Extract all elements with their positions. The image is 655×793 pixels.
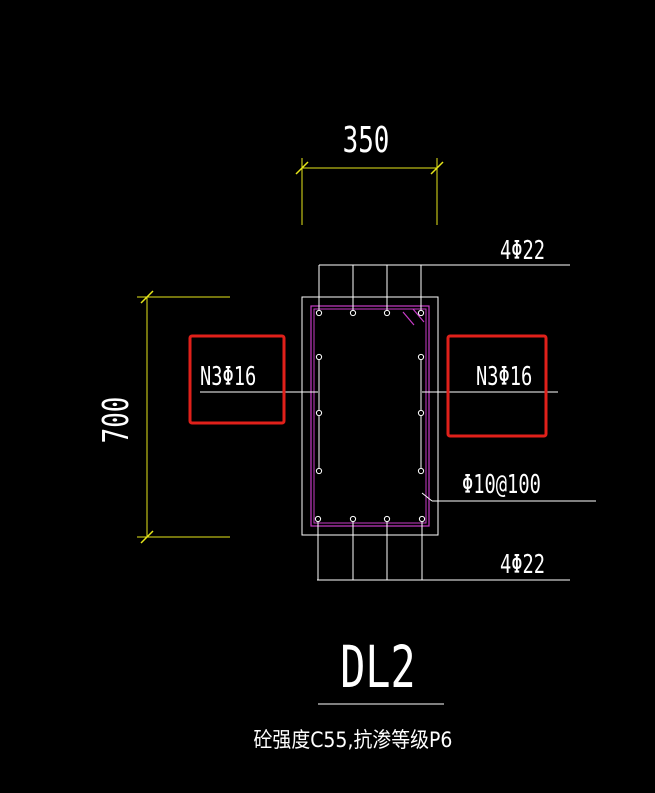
stirrup-leader-tick bbox=[421, 492, 433, 502]
side-rebar-label-left: N3Φ16 bbox=[200, 362, 256, 392]
width-dimension: 350 bbox=[295, 120, 444, 225]
section-title: DL2 bbox=[340, 633, 415, 701]
width-tick-left bbox=[295, 161, 309, 175]
rebar-side-right-2 bbox=[417, 409, 425, 417]
concrete-note: 砼强度C55,抗渗等级P6 bbox=[254, 727, 453, 752]
height-tick-top bbox=[140, 290, 154, 304]
rebar-side-left-3 bbox=[315, 467, 323, 475]
height-tick-bottom bbox=[140, 530, 154, 544]
width-dimension-label: 350 bbox=[343, 120, 390, 161]
rebar-bottom-4 bbox=[418, 515, 426, 523]
rebar-side-left-2 bbox=[315, 409, 323, 417]
side-rebar-label-right: N3Φ16 bbox=[476, 362, 532, 392]
stirrup-outer bbox=[310, 305, 430, 527]
top-rebar-label: 4Φ22 bbox=[500, 236, 545, 266]
stirrup-hook bbox=[412, 308, 425, 323]
highlight-box-right bbox=[446, 334, 548, 438]
rebar-side-right-3 bbox=[417, 467, 425, 475]
stirrup-hook-2 bbox=[402, 311, 415, 326]
beam-outline bbox=[301, 296, 439, 536]
height-dimension: 700 bbox=[96, 290, 230, 544]
bottom-rebar-label: 4Φ22 bbox=[500, 550, 545, 580]
width-tick-right bbox=[430, 161, 444, 175]
stirrup-label: Φ10@100 bbox=[462, 470, 541, 500]
stirrup bbox=[310, 305, 430, 527]
rebar-side-right-1 bbox=[417, 353, 425, 361]
stirrup-inner bbox=[313, 308, 427, 524]
rebar-bottom-2 bbox=[349, 515, 357, 523]
rebar-top-4 bbox=[417, 309, 425, 317]
height-dimension-label: 700 bbox=[96, 397, 137, 444]
bottom-rebar-leaders: 4Φ22 bbox=[317, 519, 570, 581]
rebar-top-3 bbox=[383, 309, 391, 317]
top-rebar-leaders: 4Φ22 bbox=[318, 236, 570, 313]
rebar-dots bbox=[314, 309, 426, 523]
rebar-bottom-1 bbox=[314, 515, 322, 523]
rebar-top-2 bbox=[349, 309, 357, 317]
highlight-box-left bbox=[188, 334, 286, 425]
rebar-top-1 bbox=[315, 309, 323, 317]
rebar-bottom-3 bbox=[383, 515, 391, 523]
rebar-side-left-1 bbox=[315, 353, 323, 361]
